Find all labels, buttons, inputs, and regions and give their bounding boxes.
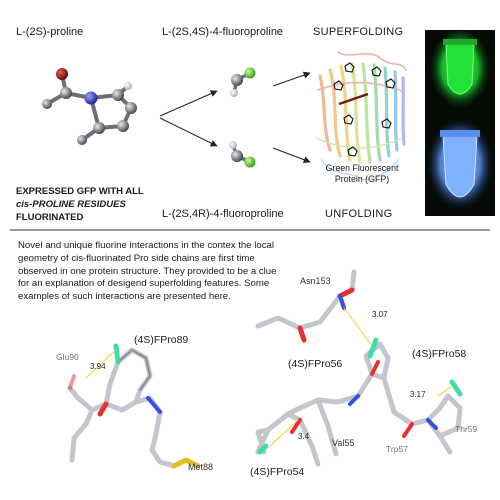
thr59-label: Thr59 bbox=[455, 424, 478, 434]
trp57-label: Trp57 bbox=[386, 444, 408, 454]
glu90-label: Glu90 bbox=[56, 352, 79, 362]
fluoroproline-4s-fragment bbox=[230, 67, 256, 97]
description-paragraph: Novel and unique fluorine interactions i… bbox=[18, 240, 277, 303]
note-line3: FLUORINATED bbox=[16, 212, 84, 223]
superfolding-label: SUPERFOLDING bbox=[313, 26, 404, 38]
unfolding-label: UNFOLDING bbox=[325, 208, 393, 220]
fpro89-distance: 3.94 bbox=[90, 362, 106, 371]
fpro89-structure bbox=[67, 343, 201, 469]
met88-label: Met88 bbox=[188, 462, 214, 472]
fpro89-label: (4S)FPro89 bbox=[134, 334, 189, 346]
fpro58-distance: 3.17 bbox=[410, 390, 426, 399]
oxygen-atom bbox=[56, 68, 68, 80]
gfp-barrel-structure bbox=[315, 51, 407, 181]
asn153-label: Asn153 bbox=[300, 276, 331, 286]
val55-label: Val55 bbox=[332, 438, 355, 448]
fpro-cluster-structure bbox=[255, 269, 463, 467]
gfp-tube-photo bbox=[425, 28, 495, 216]
proline-molecule bbox=[42, 68, 137, 145]
gfp-caption-line1: Green Fluorescent bbox=[325, 163, 399, 173]
fpro54-label: (4S)FPro54 bbox=[250, 466, 305, 478]
note-line1: EXPRESSED GFP WITH ALL bbox=[16, 186, 144, 197]
nitrogen-atom bbox=[84, 91, 98, 105]
fluoro-4r-label: L-(2S,4R)-4-fluoroproline bbox=[162, 208, 284, 220]
expression-note: EXPRESSED GFP WITH ALL cis-PROLINE RESID… bbox=[16, 185, 144, 224]
fluoroproline-4r-fragment bbox=[229, 141, 256, 168]
fpro54-distance: 3.4 bbox=[298, 432, 310, 441]
gfp-caption-line2: Protein (GFP) bbox=[334, 174, 390, 184]
gfp-caption: Green Fluorescent Protein (GFP) bbox=[316, 163, 408, 185]
reaction-arrows bbox=[159, 71, 311, 164]
proline-label: L-(2S)-proline bbox=[16, 26, 84, 38]
fpro58-label: (4S)FPro58 bbox=[412, 348, 467, 360]
fpro56-label: (4S)FPro56 bbox=[288, 358, 343, 370]
asn153-distance: 3.07 bbox=[372, 310, 388, 319]
fluoro-4s-label: L-(2S,4S)-4-fluoroproline bbox=[162, 26, 284, 38]
note-line2: cis-PROLINE RESIDUES bbox=[16, 199, 126, 210]
